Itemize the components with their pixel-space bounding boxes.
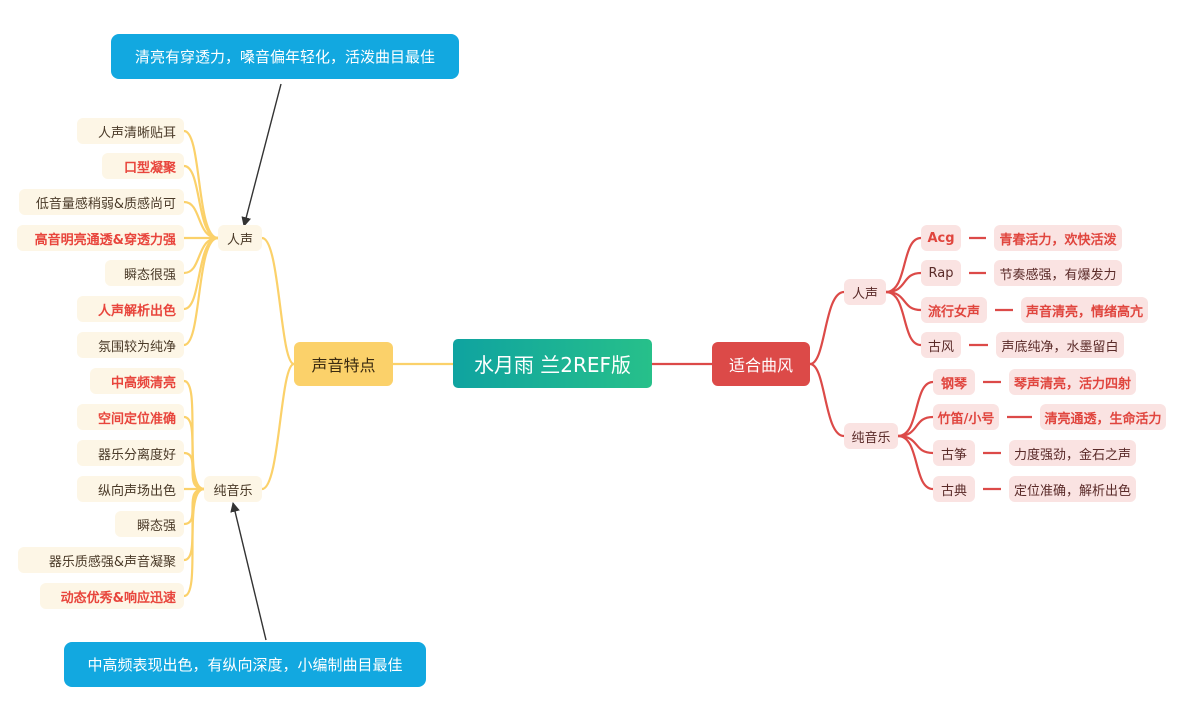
callout-instrumental-summary: 中高频表现出色，有纵向深度，小编制曲目最佳 [64, 642, 426, 687]
topic-sound-characteristics[interactable]: 声音特点 [294, 342, 393, 386]
left-item[interactable]: 高音明亮通透&穿透力强 [17, 225, 184, 251]
right-genre[interactable]: 古典 [933, 476, 975, 502]
right-group-instrumental[interactable]: 纯音乐 [844, 423, 898, 449]
right-group-vocal[interactable]: 人声 [844, 279, 886, 305]
left-item[interactable]: 中高频清亮 [90, 368, 184, 394]
callout-vocal-summary: 清亮有穿透力，嗓音偏年轻化，活泼曲目最佳 [111, 34, 459, 79]
right-genre-description[interactable]: 定位准确，解析出色 [1009, 476, 1136, 502]
right-genre-description[interactable]: 节奏感强，有爆发力 [994, 260, 1122, 286]
right-genre[interactable]: 流行女声 [921, 297, 987, 323]
right-genre-description[interactable]: 琴声清亮，活力四射 [1009, 369, 1136, 395]
left-item[interactable]: 纵向声场出色 [77, 476, 184, 502]
left-item[interactable]: 低音量感稍弱&质感尚可 [19, 189, 184, 215]
root-topic[interactable]: 水月雨 兰2REF版 [453, 339, 652, 388]
left-item[interactable]: 人声解析出色 [77, 296, 184, 322]
left-item[interactable]: 瞬态强 [115, 511, 184, 537]
right-genre[interactable]: 钢琴 [933, 369, 975, 395]
left-item[interactable]: 氛围较为纯净 [77, 332, 184, 358]
right-genre-description[interactable]: 力度强劲，金石之声 [1009, 440, 1136, 466]
left-group-instrumental[interactable]: 纯音乐 [204, 476, 262, 502]
left-group-vocal[interactable]: 人声 [218, 225, 262, 251]
right-genre[interactable]: Rap [921, 260, 961, 286]
right-genre[interactable]: 竹笛/小号 [933, 404, 999, 430]
left-item[interactable]: 器乐质感强&声音凝聚 [18, 547, 184, 573]
left-item[interactable]: 动态优秀&响应迅速 [40, 583, 184, 609]
right-genre[interactable]: Acg [921, 225, 961, 251]
right-genre[interactable]: 古风 [921, 332, 961, 358]
left-item[interactable]: 空间定位准确 [77, 404, 184, 430]
right-genre-description[interactable]: 声音清亮，情绪高亢 [1021, 297, 1148, 323]
left-item[interactable]: 人声清晰贴耳 [77, 118, 184, 144]
right-genre-description[interactable]: 清亮通透，生命活力 [1040, 404, 1166, 430]
right-genre-description[interactable]: 青春活力，欢快活泼 [994, 225, 1122, 251]
right-genre[interactable]: 古筝 [933, 440, 975, 466]
left-item[interactable]: 器乐分离度好 [77, 440, 184, 466]
right-genre-description[interactable]: 声底纯净，水墨留白 [996, 332, 1124, 358]
left-item[interactable]: 瞬态很强 [105, 260, 184, 286]
topic-suitable-genres[interactable]: 适合曲风 [712, 342, 810, 386]
left-item[interactable]: 口型凝聚 [102, 153, 184, 179]
